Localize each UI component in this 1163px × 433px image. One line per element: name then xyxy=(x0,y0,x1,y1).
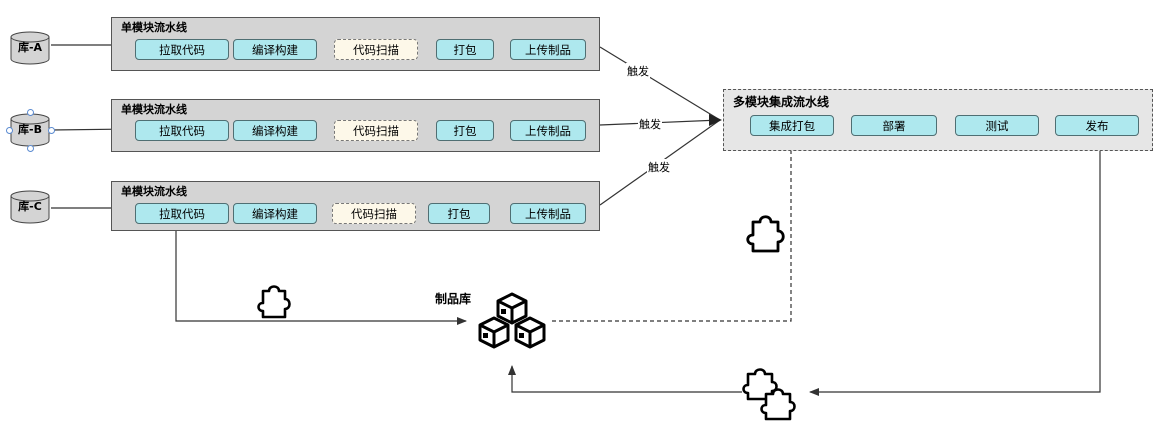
artifact-library-title: 制品库 xyxy=(435,292,472,306)
trigger-label-b: 触发 xyxy=(638,116,662,132)
stage-build[interactable]: 编译构建 xyxy=(233,120,317,141)
repo-label: 库-A xyxy=(17,41,43,54)
stage-build[interactable]: 编译构建 xyxy=(233,39,317,60)
cubes-icon xyxy=(478,292,546,349)
selection-handle-top[interactable] xyxy=(27,109,34,116)
stage-package[interactable]: 打包 xyxy=(436,120,494,141)
stage-integration-package[interactable]: 集成打包 xyxy=(750,115,834,136)
pipeline-title: 多模块集成流水线 xyxy=(733,95,830,109)
selection-handle-left[interactable] xyxy=(6,127,13,134)
repo-c[interactable]: 库-C xyxy=(10,190,50,224)
stage-upload-artifact[interactable]: 上传制品 xyxy=(510,120,586,141)
stage-pull-code[interactable]: 拉取代码 xyxy=(135,203,229,224)
repo-b[interactable]: 库-B xyxy=(10,113,50,147)
multi-module-pipeline[interactable]: 多模块集成流水线 集成打包 部署 测试 发布 xyxy=(723,89,1153,151)
pipeline-title: 单模块流水线 xyxy=(121,185,187,198)
stage-package[interactable]: 打包 xyxy=(436,39,494,60)
trigger-label-a: 触发 xyxy=(626,63,650,79)
stage-upload-artifact[interactable]: 上传制品 xyxy=(510,39,586,60)
selection-handle-right[interactable] xyxy=(48,127,55,134)
stage-package[interactable]: 打包 xyxy=(428,203,490,224)
stage-pull-code[interactable]: 拉取代码 xyxy=(135,39,229,60)
stage-pull-code[interactable]: 拉取代码 xyxy=(135,120,229,141)
database-icon xyxy=(10,190,50,224)
trigger-label-c: 触发 xyxy=(647,159,671,175)
pipeline-c[interactable]: 单模块流水线 拉取代码 编译构建 代码扫描 打包 上传制品 xyxy=(111,181,600,231)
repo-label: 库-C xyxy=(18,200,42,213)
stage-deploy[interactable]: 部署 xyxy=(851,115,937,136)
pipeline-a[interactable]: 单模块流水线 拉取代码 编译构建 代码扫描 打包 上传制品 xyxy=(111,17,600,71)
pipeline-b[interactable]: 单模块流水线 拉取代码 编译构建 代码扫描 打包 上传制品 xyxy=(111,99,600,152)
puzzle-piece-icon xyxy=(746,215,785,253)
stage-code-scan[interactable]: 代码扫描 xyxy=(332,203,416,224)
puzzle-piece-icon xyxy=(257,285,291,319)
stage-test[interactable]: 测试 xyxy=(955,115,1039,136)
puzzle-pieces-icon xyxy=(742,368,796,421)
stage-build[interactable]: 编译构建 xyxy=(233,203,317,224)
stage-upload-artifact[interactable]: 上传制品 xyxy=(510,203,586,224)
repo-label: 库-B xyxy=(18,123,42,136)
selection-handle-bottom[interactable] xyxy=(27,145,34,152)
pipeline-title: 单模块流水线 xyxy=(121,21,187,34)
stage-code-scan[interactable]: 代码扫描 xyxy=(334,39,418,60)
repo-a[interactable]: 库-A xyxy=(10,31,50,65)
stage-code-scan[interactable]: 代码扫描 xyxy=(334,120,418,141)
database-icon xyxy=(10,31,50,65)
pipeline-title: 单模块流水线 xyxy=(121,103,187,116)
stage-release[interactable]: 发布 xyxy=(1055,115,1139,136)
